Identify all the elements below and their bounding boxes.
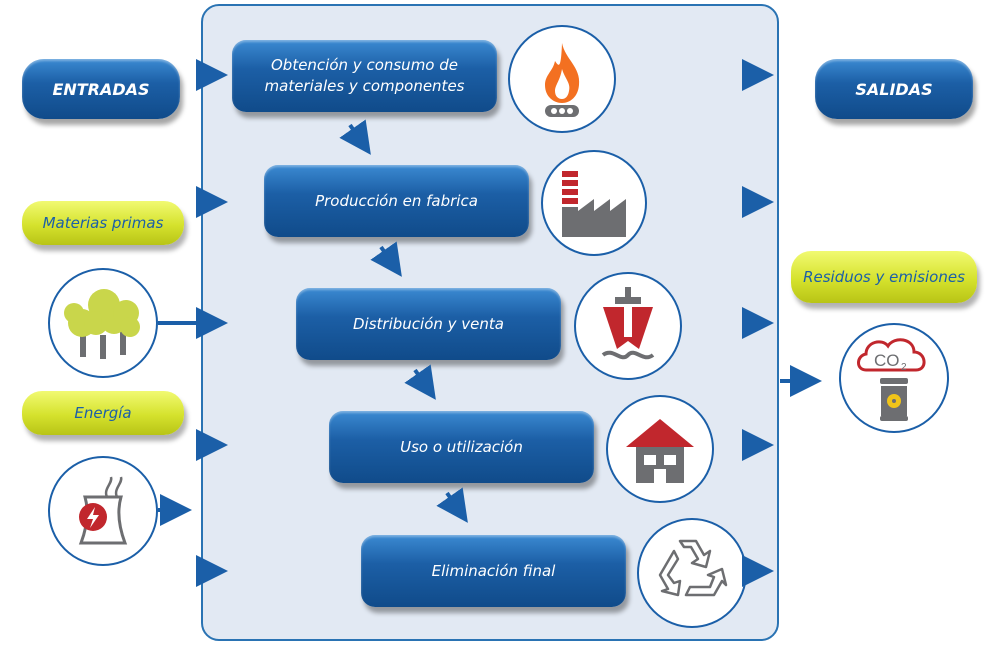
- stage-materials: Obtención y consumo de materiales y comp…: [232, 40, 497, 112]
- stage-arrow: [404, 364, 436, 400]
- stage-arrow: [436, 487, 468, 523]
- power-plant-icon: [48, 456, 158, 566]
- outputs-label: SALIDAS: [815, 59, 973, 119]
- factory-icon: [541, 150, 647, 256]
- waste-emissions-label: Residuos y emisiones: [791, 251, 977, 303]
- gas-flame-icon: [508, 25, 616, 133]
- stage-materials-line1: Obtención y consumo de: [270, 56, 459, 74]
- stage-production: Producción en fabrica: [264, 165, 529, 237]
- ship-icon: [574, 272, 682, 380]
- recycle-icon: [637, 518, 747, 628]
- stage-use: Uso o utilización: [329, 411, 594, 483]
- house-icon: [606, 395, 714, 503]
- energy-label: Energía: [22, 391, 184, 435]
- stage-arrow: [339, 119, 371, 155]
- stage-materials-line2: materiales y componentes: [264, 77, 465, 95]
- co2-subscript: 2: [901, 362, 907, 373]
- inputs-label: ENTRADAS: [22, 59, 180, 119]
- stage-distribution: Distribución y venta: [296, 288, 561, 360]
- raw-materials-label: Materias primas: [22, 201, 184, 245]
- trees-icon: [48, 268, 158, 378]
- stage-disposal: Eliminación final: [361, 535, 626, 607]
- co2-barrel-icon: CO 2: [839, 323, 949, 433]
- stage-arrow: [370, 241, 402, 277]
- co2-text: CO: [874, 351, 900, 370]
